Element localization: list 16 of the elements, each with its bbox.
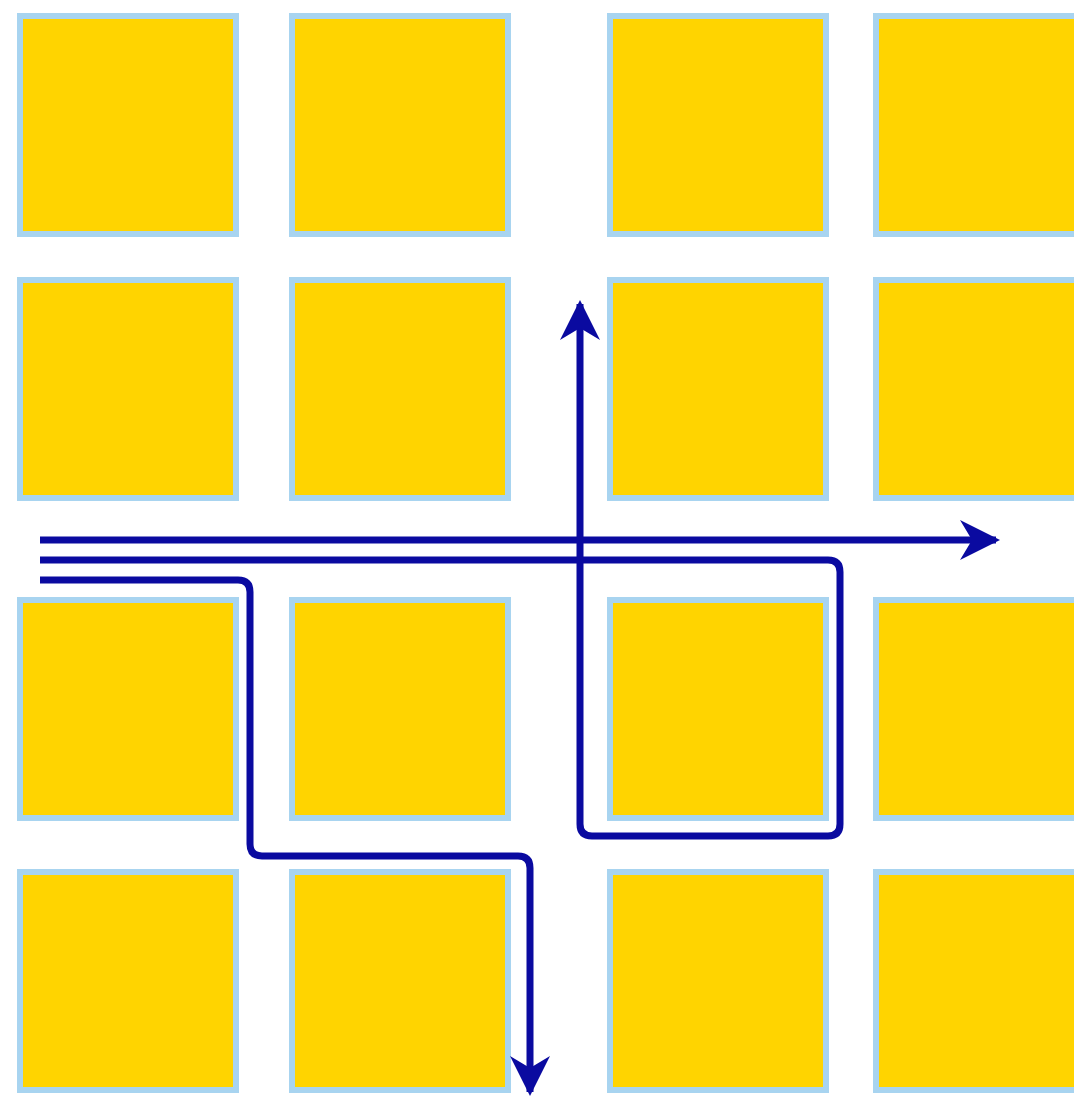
city-block — [607, 869, 829, 1093]
city-block — [873, 869, 1074, 1093]
city-block — [17, 869, 239, 1093]
city-block — [289, 277, 511, 501]
city-block — [873, 597, 1074, 821]
city-block — [873, 277, 1074, 501]
city-block — [289, 13, 511, 237]
city-block — [873, 13, 1074, 237]
city-block — [17, 597, 239, 821]
city-block — [289, 597, 511, 821]
city-block — [607, 597, 829, 821]
city-block — [607, 277, 829, 501]
city-block — [17, 277, 239, 501]
city-block — [17, 13, 239, 237]
city-block — [607, 13, 829, 237]
city-block — [289, 869, 511, 1093]
